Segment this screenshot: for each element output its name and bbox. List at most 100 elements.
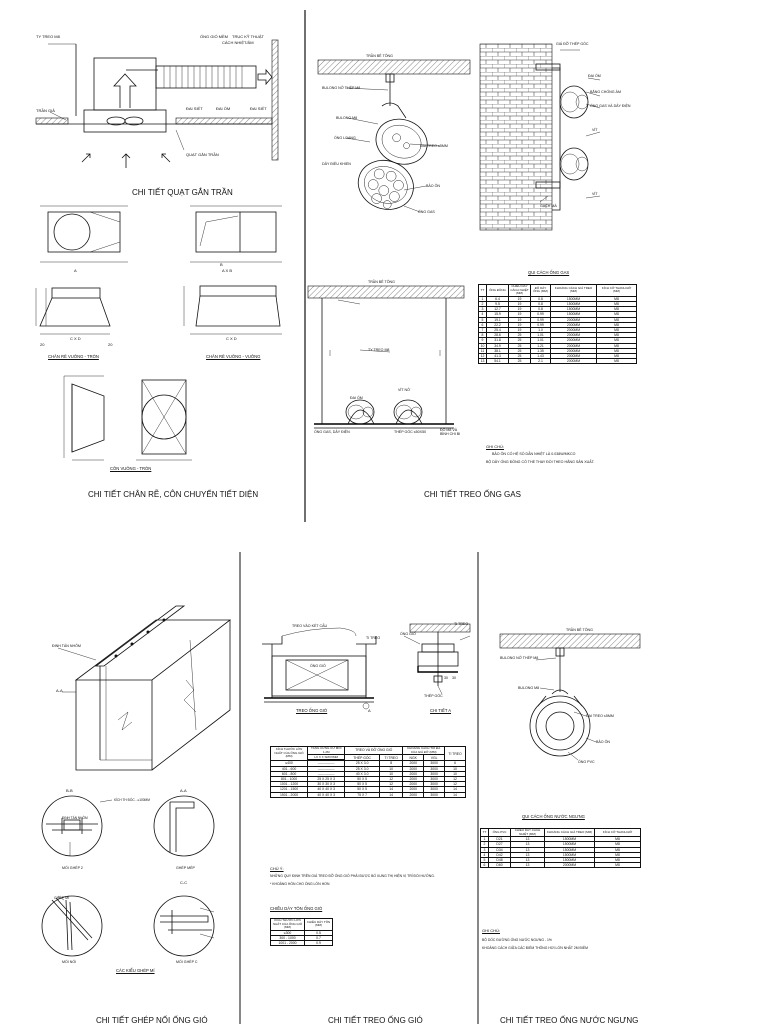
table-cell: 40 X 40 X 3 (307, 786, 346, 793)
gas-pipe-trapeze-hanger (307, 285, 465, 429)
table-cell: 1001 - 2000 (270, 940, 305, 947)
label-gas: ỐNG GAS (418, 210, 435, 214)
dim-cxd-1: C X D (70, 336, 81, 341)
duct-note-title: CHÚ Ý: (270, 866, 284, 871)
duct-head-stiffener: TĂNG CỨNG CỨ MỖI 1.2M (307, 745, 346, 756)
label-insulation: BẢO ÔN (596, 740, 610, 744)
dim-cxd-2: C X D (226, 336, 237, 341)
table-cell: M8 (596, 358, 637, 365)
gas-pipe-hanger-wall (479, 43, 601, 231)
table-cell: D60 (488, 862, 511, 869)
label-slab2: TRẦN BÊ TÔNG (368, 280, 395, 284)
table-cell: 0.5 (304, 929, 333, 937)
label-elbow: ĐAI ỐM (216, 106, 231, 111)
condensate-table-header: KÍCH CỠ THANH ĐỠ (594, 827, 641, 838)
dim-axb: A X B (222, 268, 233, 273)
label-hanger-rod: TY TREO M8 (36, 34, 60, 39)
duct-hanger-elevation (262, 627, 377, 710)
label-tray: ỐNG GAS, DÂY ĐIỆN (314, 430, 350, 434)
gas-note-2: BỘ DÂY ỐNG ĐỒNG CÓ THỂ THAY ĐỔI THEO HÃN… (486, 460, 595, 464)
label-clamp: ĐAI SIẾT (186, 106, 203, 111)
dim-20b: 20 (108, 342, 113, 347)
label-screw-2: VÍT (592, 192, 598, 196)
table-cell: 14 (379, 791, 404, 798)
label-joint2: MỐI GHÉP 2 (62, 866, 83, 870)
duct-head-rod: TI TREO (444, 745, 466, 762)
title-duct-hanger: CHI TIẾT TREO ỐNG GIÓ (328, 1016, 423, 1025)
table-cell: 25 X 25 X 3 (307, 775, 346, 783)
table-cell: 40 X 40 X 3 (307, 791, 346, 798)
table-cell: 13 (510, 862, 545, 869)
table-cell: 75 X 7 (344, 791, 381, 798)
table-cell: M8 (596, 326, 637, 334)
duct-hanger-detail-a (403, 623, 471, 695)
condensate-note-1: BỘ DỐC ĐƯỜNG ỐNG NƯỚC NGƯNG - 1% (482, 938, 552, 942)
title-fan-detail: CHI TIẾT QUẠT GẮN TRẦN (132, 188, 233, 197)
caption-duct-hanger: TREO ỐNG GIÓ (296, 708, 328, 713)
table-cell: 8 (379, 760, 404, 767)
table-cell: M8 (596, 316, 637, 323)
gas-table-header: ĐỘ DÀY ỐNG (MM) (530, 284, 551, 297)
dim-b: B (220, 262, 223, 267)
label-rod2: TI TREO (454, 622, 469, 626)
condensate-table-title: QUI CÁCH ỐNG NƯỚC NGƯNG (522, 814, 585, 819)
table-cell: 3000 (423, 791, 446, 798)
label-joint-c: MỐI GHÉP C (176, 960, 198, 964)
label-joint-mep: GHÉP MÉP (176, 866, 195, 870)
duct-head-stiffener-sub: LX X X SMXXMM (307, 754, 346, 761)
label-bolt: BULONG NỞ THÉP M8 (500, 656, 539, 660)
label-angle: THÉP GÓC (424, 694, 443, 698)
label-sec-c: C-C (180, 880, 188, 885)
condensate-note-title: GHI CHÚ: (482, 928, 500, 933)
transition-square-round (35, 205, 128, 335)
label-hook: TREO VÀO KẾT CẤU (292, 624, 328, 628)
label-duct2: ỐNG GIÓ (400, 632, 416, 636)
table-cell: 10 (379, 770, 404, 778)
table-cell: M8 (596, 295, 637, 303)
condensate-note-2: KHOẢNG CÁCH GIỮA CÁC ĐIỂM THÔNG HƠI LỚN … (482, 946, 588, 950)
label-rod: TI TREO (366, 636, 381, 640)
condensate-table-header: TT (480, 827, 489, 838)
table-cell: 54.1 (486, 358, 509, 365)
thick-head-size: KÍCH THƯỚC LỚN NHẤT CỦA ỐNG GIÓ (MM) (270, 918, 305, 931)
label-alu-rivet: ĐINH TÁN NHÔM (52, 644, 81, 648)
table-cell: 6 (444, 760, 466, 767)
label-rivet: ĐINH TÁN NHÔM (62, 816, 88, 820)
table-cell: M8 (596, 342, 637, 349)
table-cell: 6 (480, 862, 489, 869)
label-rod2: TY TREO M8 (368, 348, 390, 352)
label-screw: VÍT (592, 128, 598, 132)
label-false-ceiling: TRẦN GIẢ (36, 108, 55, 113)
table-cell: 10 (444, 765, 466, 772)
label-screw2: VÍT NỞ (398, 388, 411, 392)
table-cell: 30 X 30 X 3 (307, 781, 346, 788)
title-condensate-hanger: CHI TIẾT TREO ỐNG NƯỚC NGƯNG (500, 1016, 639, 1025)
condensate-table-header: KHOẢNG CÁCH GIÁ TREO (MM) (544, 827, 595, 838)
table-cell: M8 (594, 856, 641, 864)
table-cell: 12 (444, 781, 466, 788)
label-tech-shaft: TRỤC KỸ THUẬT (232, 34, 264, 39)
gas-table-header: ỐNG ĐỒNG (486, 284, 509, 297)
label-rod: BULONG M8 (336, 116, 358, 120)
table-cell: M8 (594, 851, 641, 859)
condensate-table-header: CHIỀU DÀY CÁCH NHIỆT (MM) (510, 827, 545, 838)
label-insulation: CÁCH NHIỆT/ÂM (222, 40, 254, 45)
title-duct-joint: CHI TIẾT GHÉP NỐI ỐNG GIÓ (96, 1016, 208, 1025)
label-copper: ỐNG LOẠNG (334, 136, 356, 140)
label-rod: BULONG M8 (518, 686, 540, 690)
caption-seam-types: CÁC KIỂU GHÉP MÍ (116, 968, 155, 973)
table-cell: M8 (596, 321, 637, 329)
duct-head-size: KÍCH THƯỚC LỚN NHẤT CỦA ỐNG GIÓ (MM) (269, 745, 309, 762)
table-cell: --------------- (307, 760, 346, 767)
duct-head-support: TREO VÀ ĐỠ ỐNG GIÓ (344, 745, 404, 756)
